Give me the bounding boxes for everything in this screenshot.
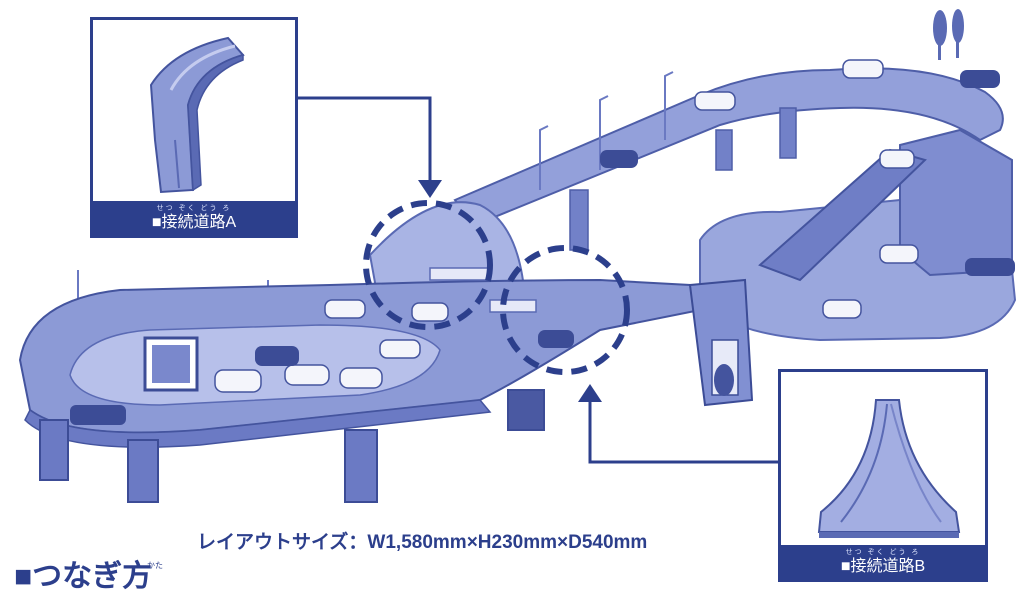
inset-connection-road-b: せつ ぞく どう ろ ■接続道路B bbox=[778, 369, 988, 582]
arrow-pointer bbox=[418, 180, 442, 198]
road-piece-b-icon bbox=[817, 399, 961, 538]
inset-b-caption: せつ ぞく どう ろ ■接続道路B bbox=[781, 545, 985, 579]
section-heading-furigana: かた bbox=[147, 561, 163, 570]
inset-b-label: ■接続道路B bbox=[840, 558, 926, 575]
inset-a-caption: せつ ぞく どう ろ ■接続道路A bbox=[93, 201, 295, 235]
layout-size-text: レイアウトサイズ：W1,580mm×H230mm×D540mm bbox=[197, 532, 648, 553]
section-heading-text: ■つなぎ方 bbox=[14, 560, 153, 593]
dashed-circle-marker bbox=[363, 200, 493, 330]
inset-a-furigana: せつ ぞく どう ろ bbox=[156, 205, 232, 212]
inset-a-label: ■接続道路A bbox=[151, 214, 237, 231]
section-heading: かた ■つなぎ方 bbox=[14, 560, 163, 593]
road-piece-a-icon bbox=[149, 36, 245, 194]
inset-connection-road-a: せつ ぞく どう ろ ■接続道路A bbox=[90, 17, 298, 238]
inset-b-furigana: せつ ぞく どう ろ bbox=[845, 549, 921, 556]
